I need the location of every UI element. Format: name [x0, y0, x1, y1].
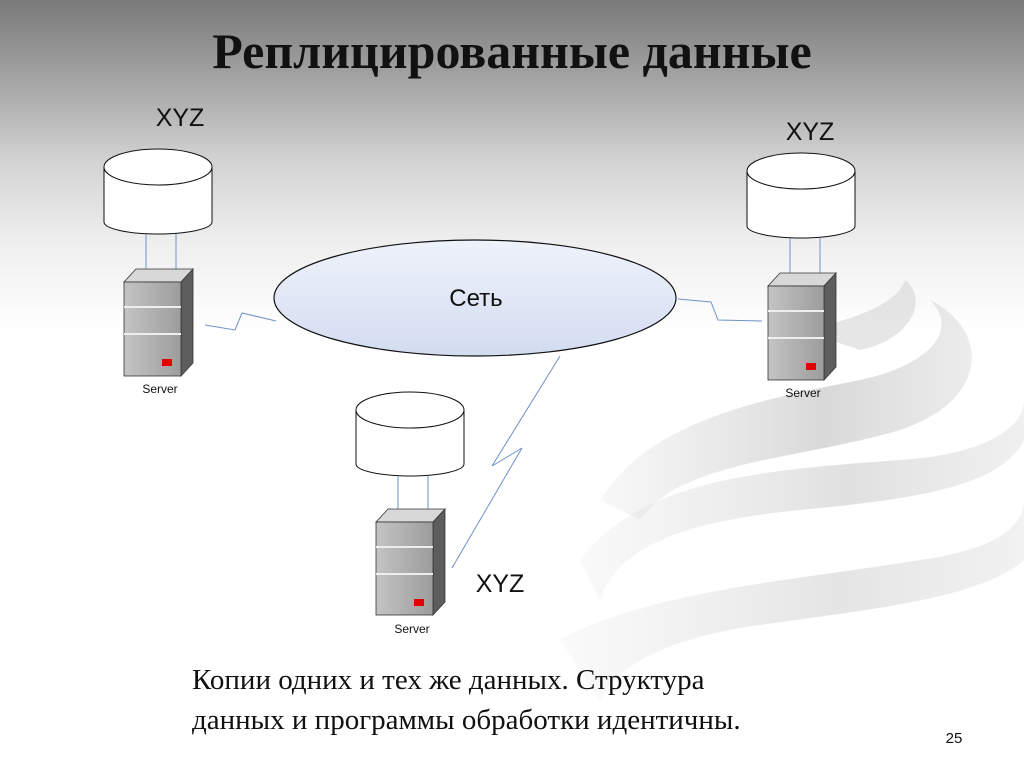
node-top-left: XYZ Server: [103, 104, 213, 396]
server-indicator: [806, 363, 816, 370]
server-indicator: [414, 599, 424, 606]
server-label: Server: [785, 386, 820, 400]
network-link-bottom: [451, 355, 561, 569]
page-number: 25: [945, 730, 963, 747]
database-label: XYZ: [786, 118, 835, 146]
database-cylinder-icon: [103, 148, 213, 235]
server-label: Server: [394, 622, 429, 636]
database-label: XYZ: [156, 104, 205, 132]
server-label: Server: [142, 382, 177, 396]
server-icon: [123, 267, 194, 378]
database-label: XYZ: [476, 570, 525, 598]
database-cylinder-icon: [746, 152, 856, 239]
database-cylinder-icon: [355, 391, 465, 477]
server-indicator: [162, 359, 172, 366]
caption-line: Копии одних и тех же данных. Структура: [192, 664, 705, 696]
node-bottom: Server XYZ: [355, 391, 525, 636]
network-link-left: [204, 312, 277, 331]
server-icon: [767, 271, 837, 382]
server-icon: [375, 507, 446, 617]
node-top-right: XYZ Server: [746, 118, 856, 400]
caption-line: данных и программы обработки идентичны.: [192, 704, 741, 736]
network-link-right: [677, 298, 763, 322]
slide-caption: Копии одних и тех же данных. Структура д…: [192, 660, 872, 740]
slide-title: Реплицированные данные: [212, 23, 812, 79]
network-label: Сеть: [449, 285, 502, 312]
network-cloud: [273, 239, 677, 357]
